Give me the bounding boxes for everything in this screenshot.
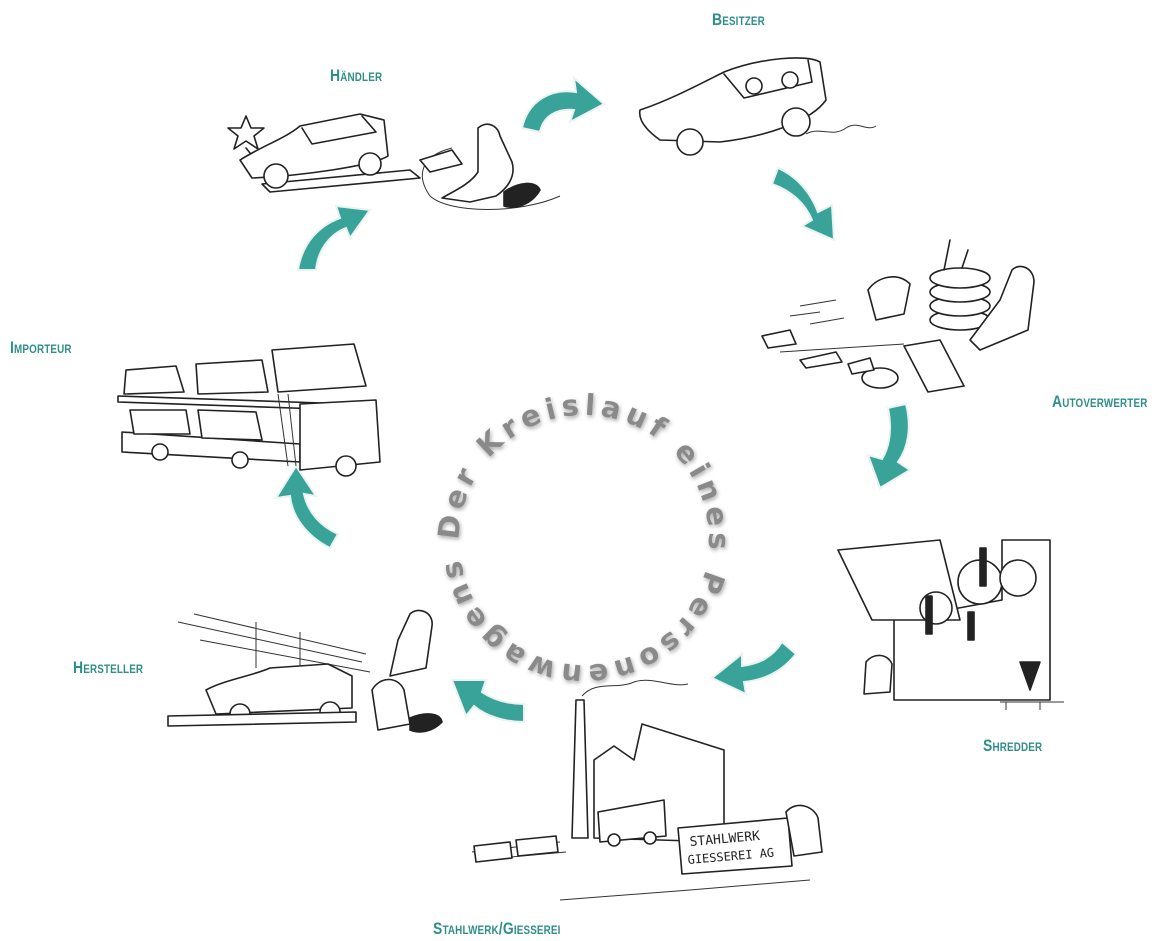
arrow-hersteller-to-importeur bbox=[274, 464, 340, 550]
assembly-car-icon bbox=[205, 663, 353, 715]
arrow-besitzer-to-autoverwerter bbox=[770, 166, 836, 242]
circular-title-text: Der Kreislauf eines Personenwagens • bbox=[0, 0, 731, 692]
importeur-illustration bbox=[117, 343, 381, 477]
label-autoverwerter: Autoverwerter bbox=[1052, 392, 1148, 411]
svg-text:Der Kreislauf eines Personenwa: Der Kreislauf eines Personenwagens • bbox=[0, 0, 736, 692]
arrow-stahlwerk-to-hersteller bbox=[450, 679, 525, 724]
star-icon bbox=[227, 115, 265, 150]
sign-line-1: STAHLWERK bbox=[689, 829, 761, 850]
shredder-illustration bbox=[837, 539, 1064, 710]
arrow-autoverwerter-to-shredder bbox=[866, 402, 912, 490]
car-icon bbox=[239, 113, 389, 179]
steering-wheel-icon bbox=[861, 367, 899, 389]
assembly-seat-icon bbox=[389, 609, 433, 677]
arrow-haendler-to-besitzer bbox=[520, 75, 606, 134]
haendler-illustration bbox=[227, 113, 561, 210]
hersteller-illustration bbox=[167, 609, 443, 733]
sports-car-icon bbox=[638, 57, 827, 143]
label-importeur: Importeur bbox=[10, 338, 72, 357]
mechanic-racoon-icon bbox=[867, 276, 911, 321]
shredder-racoon-icon bbox=[863, 654, 893, 695]
worker-racoon-icon bbox=[371, 678, 411, 731]
stahlwerk-sign: STAHLWERK GIESSEREI AG bbox=[677, 817, 793, 875]
steelworker-racoon-icon bbox=[785, 804, 823, 857]
cycle-arrows bbox=[274, 75, 912, 724]
besitzer-illustration bbox=[638, 57, 877, 156]
label-shredder: Shredder bbox=[983, 736, 1043, 755]
circular-title: Der Kreislauf eines Personenwagens • bbox=[0, 0, 736, 692]
autoverwerter-illustration bbox=[761, 239, 1035, 393]
arrow-importeur-to-haendler bbox=[296, 204, 372, 271]
label-besitzer: Besitzer bbox=[712, 10, 765, 29]
stahlwerk-illustration: STAHLWERK GIESSEREI AG bbox=[471, 679, 823, 901]
tire-stack-icon bbox=[929, 239, 991, 331]
arrow-shredder-to-stahlwerk bbox=[710, 640, 798, 696]
label-haendler: Händler bbox=[330, 66, 383, 85]
dealer-racoon-icon bbox=[441, 123, 514, 203]
car-seat-icon bbox=[969, 265, 1035, 351]
label-stahlwerk: Stahlwerk/Giesserei bbox=[433, 919, 561, 938]
label-hersteller: Hersteller bbox=[73, 658, 144, 677]
